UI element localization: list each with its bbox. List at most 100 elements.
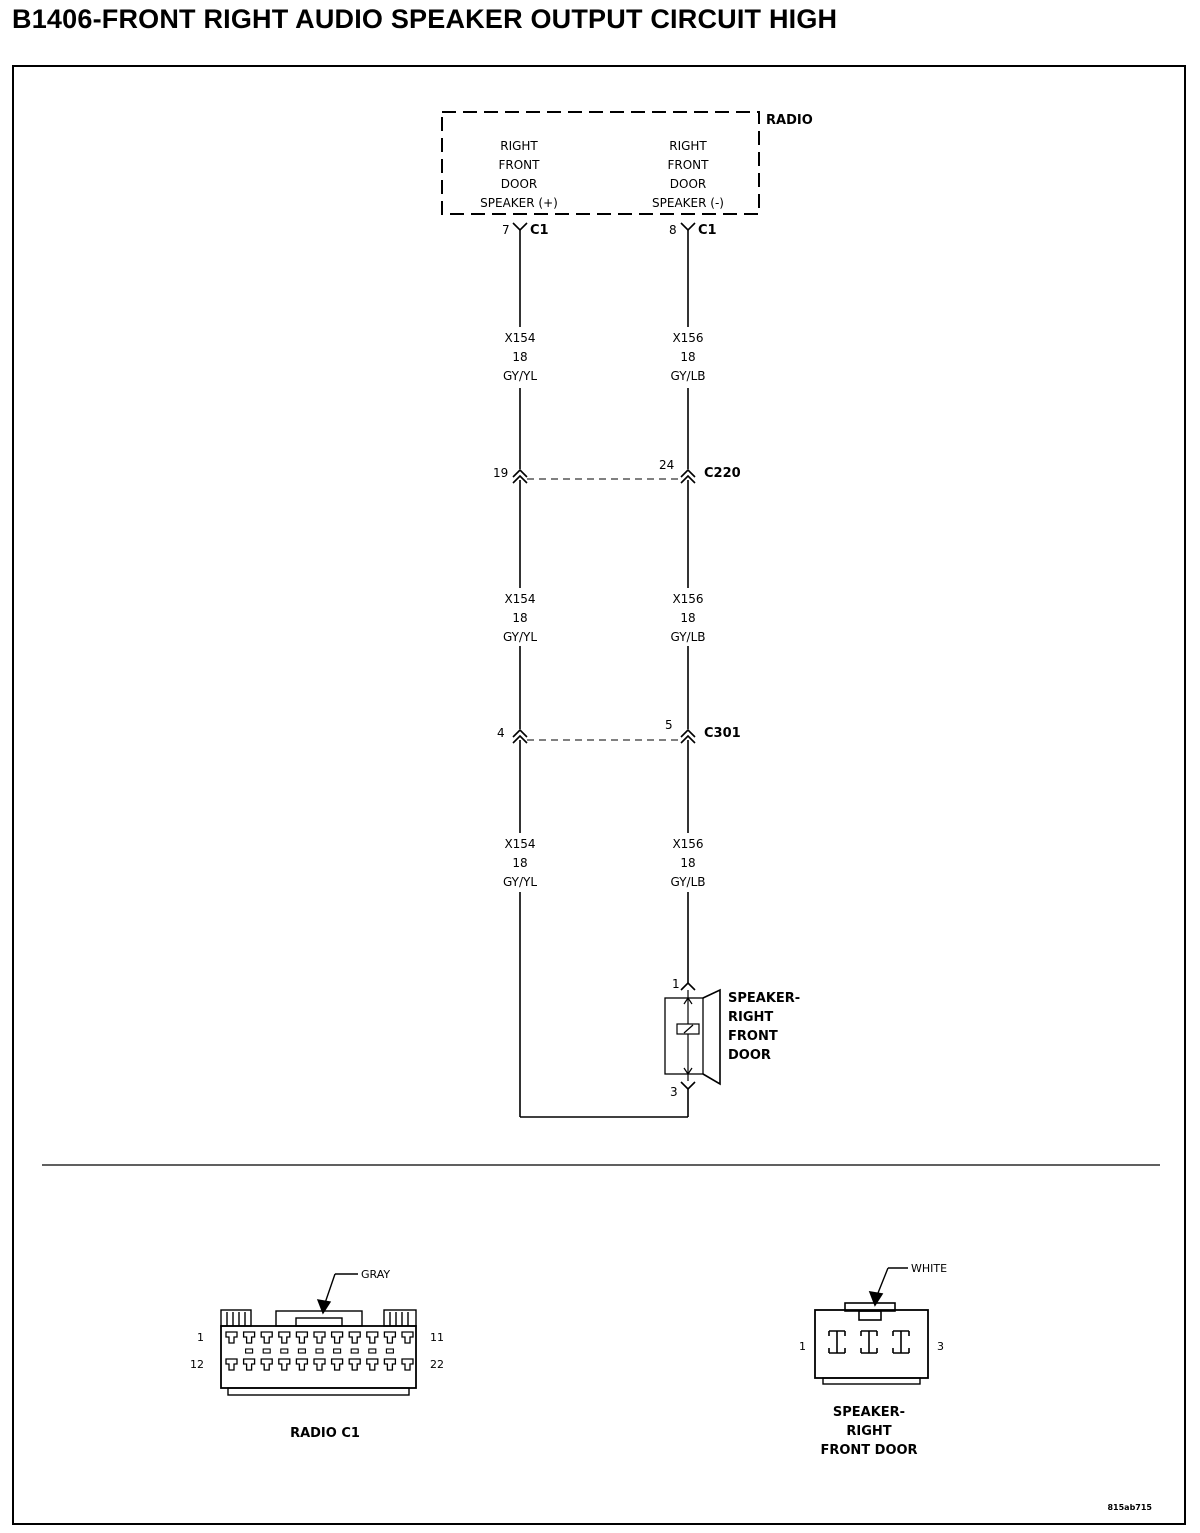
radio-c1-cavity xyxy=(366,1358,379,1371)
radio-c1-cavity xyxy=(348,1331,361,1344)
radio-module-box xyxy=(441,111,760,215)
radio-c1-cavity-lock xyxy=(245,1348,254,1354)
svg-text:18: 18 xyxy=(680,856,695,870)
speaker-pin-1: 1 xyxy=(672,977,680,991)
radio-pin-right-description: RIGHT FRONT DOOR SPEAKER (-) xyxy=(652,139,724,210)
svg-text:18: 18 xyxy=(512,350,527,364)
radio-c1-cavity-lock xyxy=(368,1348,377,1354)
radio-c1-pin-7-terminal xyxy=(512,222,528,236)
speaker-connector-pin-1-label: 1 xyxy=(799,1340,806,1353)
radio-c1-cavity xyxy=(225,1331,238,1344)
radio-c1-cavity xyxy=(330,1331,344,1344)
svg-text:18: 18 xyxy=(512,611,527,625)
radio-c1-cavities xyxy=(225,1331,414,1371)
radio-label: RADIO xyxy=(766,113,813,128)
radio-c1-pin-8-connector: C1 xyxy=(698,223,717,238)
connector-c301-right-pin: 5 xyxy=(665,718,673,732)
svg-text:SPEAKER (-): SPEAKER (-) xyxy=(652,196,724,210)
svg-text:GY/LB: GY/LB xyxy=(671,630,706,644)
svg-text:RIGHT: RIGHT xyxy=(500,139,538,153)
connector-c301-left-pin: 4 xyxy=(497,726,505,740)
svg-text:X156: X156 xyxy=(672,592,703,606)
speaker-right-front-door-symbol xyxy=(664,978,721,1094)
svg-text:X154: X154 xyxy=(504,331,535,345)
radio-c1-cavity-lock xyxy=(280,1348,289,1354)
radio-c1-color-label: GRAY xyxy=(361,1268,390,1281)
svg-text:RIGHT: RIGHT xyxy=(669,139,707,153)
radio-c1-cavity xyxy=(313,1331,326,1344)
radio-c1-cavity-lock xyxy=(297,1348,306,1354)
figure-id: 815ab715 xyxy=(1107,1503,1152,1512)
svg-text:18: 18 xyxy=(680,350,695,364)
radio-c1-cavity-lock xyxy=(315,1348,324,1354)
radio-c1-cavity xyxy=(366,1331,379,1344)
wire-x154 xyxy=(519,236,688,1118)
svg-text:X154: X154 xyxy=(504,592,535,606)
radio-c1-cavity xyxy=(225,1358,238,1371)
svg-text:X154: X154 xyxy=(504,837,535,851)
page-title: B1406-FRONT RIGHT AUDIO SPEAKER OUTPUT C… xyxy=(12,4,838,34)
speaker-connector-pin-3-label: 3 xyxy=(937,1340,944,1353)
radio-c1-connector-view xyxy=(220,1273,417,1396)
svg-text:DOOR: DOOR xyxy=(670,177,706,191)
radio-c1-pin-11-label: 11 xyxy=(430,1331,444,1344)
radio-c1-cavity xyxy=(295,1358,309,1371)
radio-c1-pin-12-label: 12 xyxy=(190,1358,204,1371)
radio-c1-cavity xyxy=(260,1331,273,1344)
svg-text:18: 18 xyxy=(512,856,527,870)
svg-text:SPEAKER-: SPEAKER- xyxy=(728,991,800,1006)
radio-c1-pin-1-label: 1 xyxy=(197,1331,204,1344)
svg-text:FRONT DOOR: FRONT DOOR xyxy=(820,1443,917,1458)
wire-label-x156-section-3: X156 18 GY/LB xyxy=(671,837,706,889)
svg-text:FRONT: FRONT xyxy=(728,1029,778,1044)
radio-c1-cavity xyxy=(242,1331,256,1344)
svg-text:18: 18 xyxy=(680,611,695,625)
radio-c1-cavity xyxy=(295,1331,309,1344)
svg-text:FRONT: FRONT xyxy=(668,158,710,172)
speaker-connector-view-label: SPEAKER- RIGHT FRONT DOOR xyxy=(820,1405,917,1458)
connector-c220-left-pin: 19 xyxy=(493,466,508,480)
radio-c1-pin-22-label: 22 xyxy=(430,1358,444,1371)
radio-c1-cavity xyxy=(313,1358,326,1371)
svg-text:SPEAKER-: SPEAKER- xyxy=(833,1405,905,1420)
radio-c1-cavity-lock xyxy=(333,1348,342,1354)
svg-text:GY/YL: GY/YL xyxy=(503,369,537,383)
radio-c1-cavity xyxy=(278,1331,291,1344)
speaker-pin-3: 3 xyxy=(670,1085,678,1099)
radio-c1-cavity xyxy=(383,1358,397,1371)
svg-text:GY/LB: GY/LB xyxy=(671,369,706,383)
wire-label-x156-section-2: X156 18 GY/LB xyxy=(671,592,706,644)
radio-c1-pin-8-terminal xyxy=(680,222,696,236)
connector-c220-label: C220 xyxy=(704,466,741,481)
speaker-connector-color-label: WHITE xyxy=(911,1262,947,1275)
radio-c1-cavity-lock xyxy=(350,1348,359,1354)
radio-c1-cavity xyxy=(401,1358,414,1371)
svg-text:X156: X156 xyxy=(672,331,703,345)
radio-c1-cavity xyxy=(260,1358,273,1371)
svg-text:RIGHT: RIGHT xyxy=(846,1424,891,1439)
svg-text:GY/YL: GY/YL xyxy=(503,630,537,644)
svg-text:FRONT: FRONT xyxy=(499,158,541,172)
svg-text:DOOR: DOOR xyxy=(728,1048,771,1063)
radio-pin-left-description: RIGHT FRONT DOOR SPEAKER (+) xyxy=(480,139,558,210)
connector-c301-label: C301 xyxy=(704,726,741,741)
wire-label-x156-section-1: X156 18 GY/LB xyxy=(671,331,706,383)
wire-label-x154-section-3: X154 18 GY/YL xyxy=(503,837,537,889)
svg-text:RIGHT: RIGHT xyxy=(728,1010,773,1025)
connector-c220-right-pin: 24 xyxy=(659,458,674,472)
svg-text:X156: X156 xyxy=(672,837,703,851)
svg-text:GY/YL: GY/YL xyxy=(503,875,537,889)
radio-c1-cavity-lock xyxy=(262,1348,271,1354)
radio-c1-pin-7-number: 7 xyxy=(502,223,510,237)
wire-label-x154-section-2: X154 18 GY/YL xyxy=(503,592,537,644)
radio-c1-cavity xyxy=(330,1358,344,1371)
svg-text:GY/LB: GY/LB xyxy=(671,875,706,889)
radio-c1-view-label: RADIO C1 xyxy=(290,1426,360,1441)
wire-label-x154-section-1: X154 18 GY/YL xyxy=(503,331,537,383)
radio-c1-cavity xyxy=(278,1358,291,1371)
svg-text:DOOR: DOOR xyxy=(501,177,537,191)
radio-c1-cavity xyxy=(242,1358,256,1371)
radio-c1-pin-8-number: 8 xyxy=(669,223,677,237)
connector-c301-symbol xyxy=(512,728,696,744)
speaker-label: SPEAKER- RIGHT FRONT DOOR xyxy=(728,991,800,1063)
